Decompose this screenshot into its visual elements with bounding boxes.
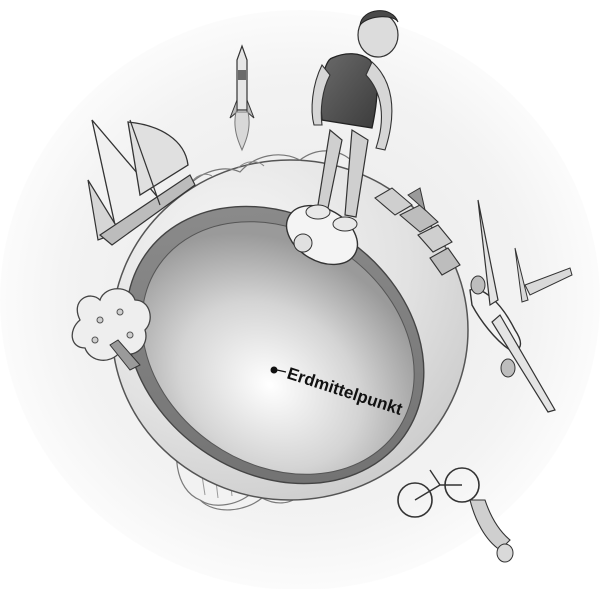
center-point (271, 367, 278, 374)
